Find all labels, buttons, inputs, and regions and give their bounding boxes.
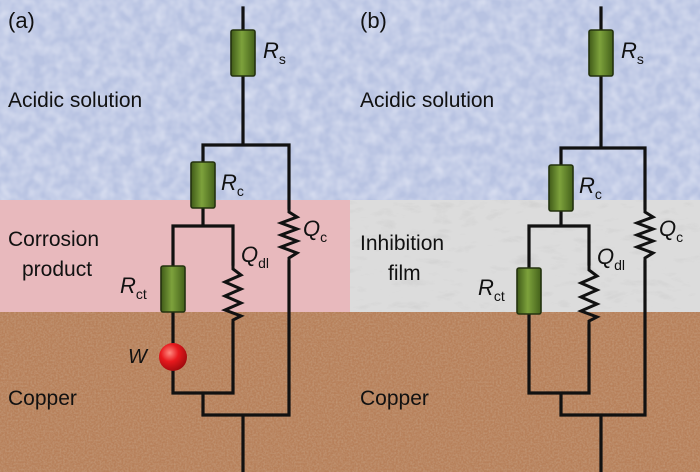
panel-b-qdl-element <box>577 264 601 326</box>
panel-a-warburg-element <box>159 343 187 371</box>
panel-b-rs-label: Rs <box>621 38 644 67</box>
solution-layer-texture <box>0 0 700 200</box>
panel-a-label: (a) <box>8 8 35 33</box>
panel-a-rc-resistor <box>190 161 216 209</box>
panel-b-qc-element <box>632 208 658 262</box>
panel-b-layer-label-line2: film <box>388 262 421 285</box>
panel-a-rs-label: Rs <box>263 38 286 67</box>
panel-a-text: (a) Acidic solution Corrosion product Co… <box>8 8 327 410</box>
panel-b-qc-label: Qc <box>659 216 683 245</box>
panel-b-solution-label: Acidic solution <box>360 89 494 112</box>
panel-a-rct-resistor <box>160 265 186 313</box>
panel-b-rct-resistor <box>516 267 542 315</box>
panel-b-rs-resistor <box>588 29 614 77</box>
panel-a-solution-label: Acidic solution <box>8 89 142 112</box>
copper-layer-texture <box>0 312 700 472</box>
panel-a-qc-label: Qc <box>303 216 327 245</box>
panel-b-rc-resistor <box>548 164 574 212</box>
panel-a-copper-label: Copper <box>8 387 77 410</box>
panel-b-wires <box>527 6 647 472</box>
panel-a-layer-label-line1: Corrosion <box>8 228 99 251</box>
panel-a-wires <box>171 6 291 472</box>
panel-b-rc-label: Rc <box>579 173 602 202</box>
panel-a-qdl-element <box>221 264 245 324</box>
panel-b-rct-label: Rct <box>478 275 505 304</box>
panel-b-text: (b) Acidic solution Inhibition film Copp… <box>360 8 683 410</box>
panel-a-qc-element <box>276 208 302 262</box>
panel-a-rs-resistor <box>230 29 256 77</box>
panel-a-rc-label: Rc <box>221 170 244 199</box>
panel-b-layer-label-line1: Inhibition <box>360 232 444 255</box>
panel-a-w-label: W <box>128 346 149 368</box>
panel-a-circuit <box>159 6 302 472</box>
panel-a-qdl-label: Qdl <box>241 242 269 271</box>
panel-a-layer-label-line2: product <box>22 258 92 281</box>
panel-b-label: (b) <box>360 8 387 33</box>
panel-b-circuit <box>516 6 658 472</box>
panel-b-copper-label: Copper <box>360 387 429 410</box>
panel-b-qdl-label: Qdl <box>597 244 625 273</box>
panel-a-rct-label: Rct <box>120 273 147 302</box>
